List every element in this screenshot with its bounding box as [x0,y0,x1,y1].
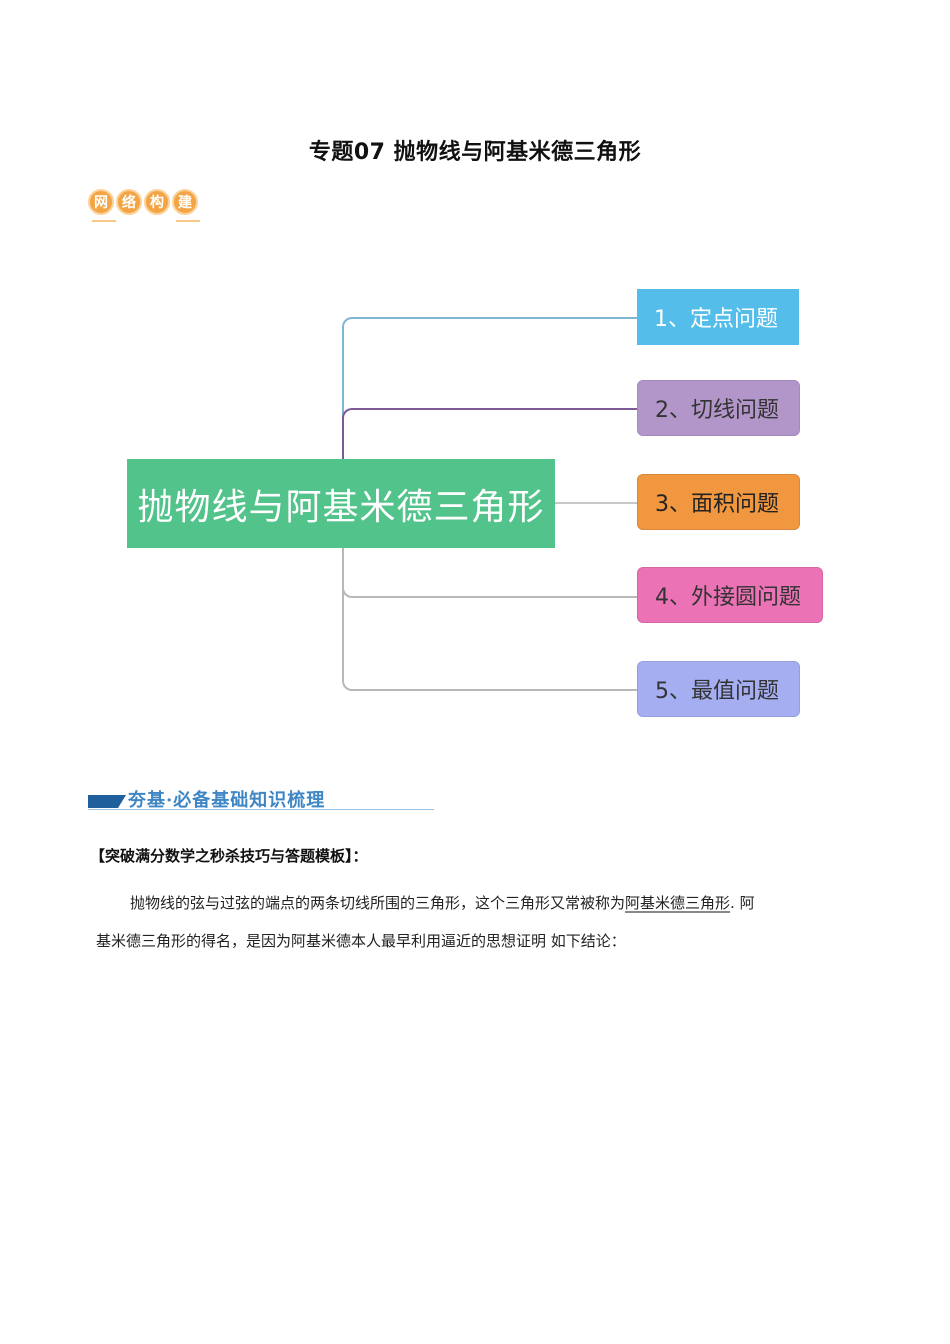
mindmap-node-tangent: 2、切线问题 [637,380,800,436]
mindmap-central-topic: 抛物线与阿基米德三角形 [127,459,555,548]
archimedes-triangle-term: 阿基米德三角形 [625,894,731,912]
connector-branch-1 [342,317,640,463]
paragraph-line-1: 抛物线的弦与过弦的端点的两条切线所围的三角形，这个三角形又常被称为阿基米德三角形… [96,892,856,913]
mindmap-node-circumcircle: 4、外接圆问题 [637,567,823,623]
section-heading-rule [88,809,434,810]
connector-branch-3 [555,502,638,504]
badge-underline-left [92,220,116,222]
section-heading-bar [88,795,118,808]
mindmap-node-area: 3、面积问题 [637,474,800,530]
section-heading-text: 夯基·必备基础知识梳理 [128,790,326,811]
paragraph-text: . 阿 [730,894,755,912]
badge-char: 网 [88,189,114,215]
section-heading-arrow-icon [118,795,126,808]
document-title: 专题07 抛物线与阿基米德三角形 [308,140,642,165]
technique-heading: 【突破满分数学之秒杀技巧与答题模板】： [90,847,368,865]
network-construction-badge: 网 络 构 建 [88,189,198,215]
connector-branch-2 [342,408,640,463]
paragraph-line-2: 基米德三角形的得名，是因为阿基米德本人最早利用逼近的思想证明 如下结论： [96,932,626,950]
mindmap-node-extremum: 5、最值问题 [637,661,800,717]
mindmap-node-fixed-point: 1、定点问题 [637,289,799,345]
badge-underline-right [176,220,200,222]
badge-char: 构 [144,189,170,215]
paragraph-text: 抛物线的弦与过弦的端点的两条切线所围的三角形，这个三角形又常被称为 [130,894,626,912]
connector-branch-5 [342,548,640,691]
section-heading: 夯基·必备基础知识梳理 [88,785,434,813]
badge-char: 络 [116,189,142,215]
badge-char: 建 [172,189,198,215]
